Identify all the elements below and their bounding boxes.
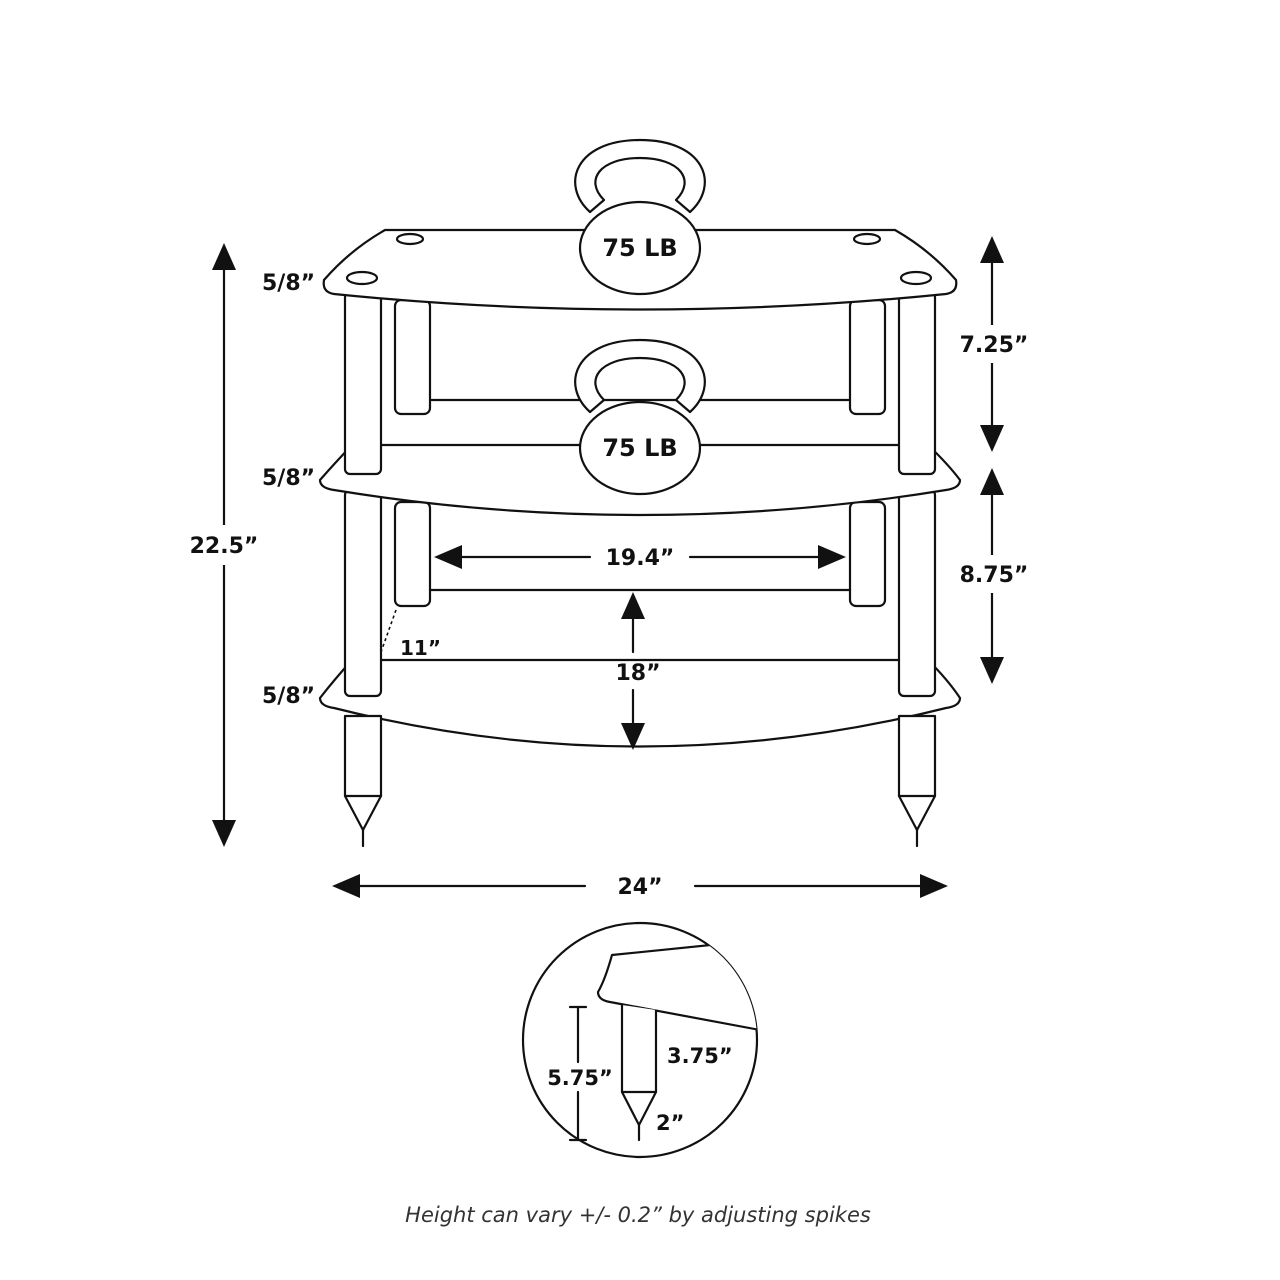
bottom-shelf <box>318 658 962 748</box>
spike-tip-label: 2” <box>656 1111 684 1135</box>
total-width-label: 24” <box>617 875 662 900</box>
adjustment-caption: Height can vary +/- 0.2” by adjusting sp… <box>405 1203 871 1227</box>
lower-gap-arrow <box>950 468 1040 684</box>
shelf-thickness-middle: 5/8” <box>262 466 315 491</box>
upper-gap-arrow <box>950 236 1040 452</box>
total-width-arrow <box>332 874 948 898</box>
post-spacing-guide <box>380 609 397 653</box>
total-height-arrow <box>180 243 270 847</box>
shelf-depth-label: 18” <box>615 661 660 686</box>
spike-detail-view <box>521 921 759 1159</box>
spike-total-bracket <box>568 1005 588 1142</box>
shelf-thickness-bottom: 5/8” <box>262 684 315 709</box>
spike-total-label: 5.75” <box>547 1066 613 1090</box>
lower-gap-label: 8.75” <box>960 563 1029 588</box>
inner-width-arrow <box>434 545 846 569</box>
spike-leg-label: 3.75” <box>667 1044 733 1068</box>
total-height-label: 22.5” <box>190 534 259 559</box>
weight-label-middle: 75 LB <box>602 434 677 462</box>
front-posts-lower <box>343 488 937 698</box>
inner-width-label: 19.4” <box>606 546 675 571</box>
kettlebell-top <box>574 138 706 296</box>
upper-gap-label: 7.25” <box>960 333 1029 358</box>
post-spacing-label: 11” <box>400 636 441 660</box>
front-posts-upper <box>343 290 937 476</box>
shelf-thickness-top: 5/8” <box>262 271 315 296</box>
weight-label-top: 75 LB <box>602 234 677 262</box>
spike-feet <box>343 714 937 848</box>
shelf-depth-arrow <box>621 592 645 750</box>
kettlebell-middle <box>574 338 706 496</box>
top-shelf-post-caps <box>345 232 933 286</box>
